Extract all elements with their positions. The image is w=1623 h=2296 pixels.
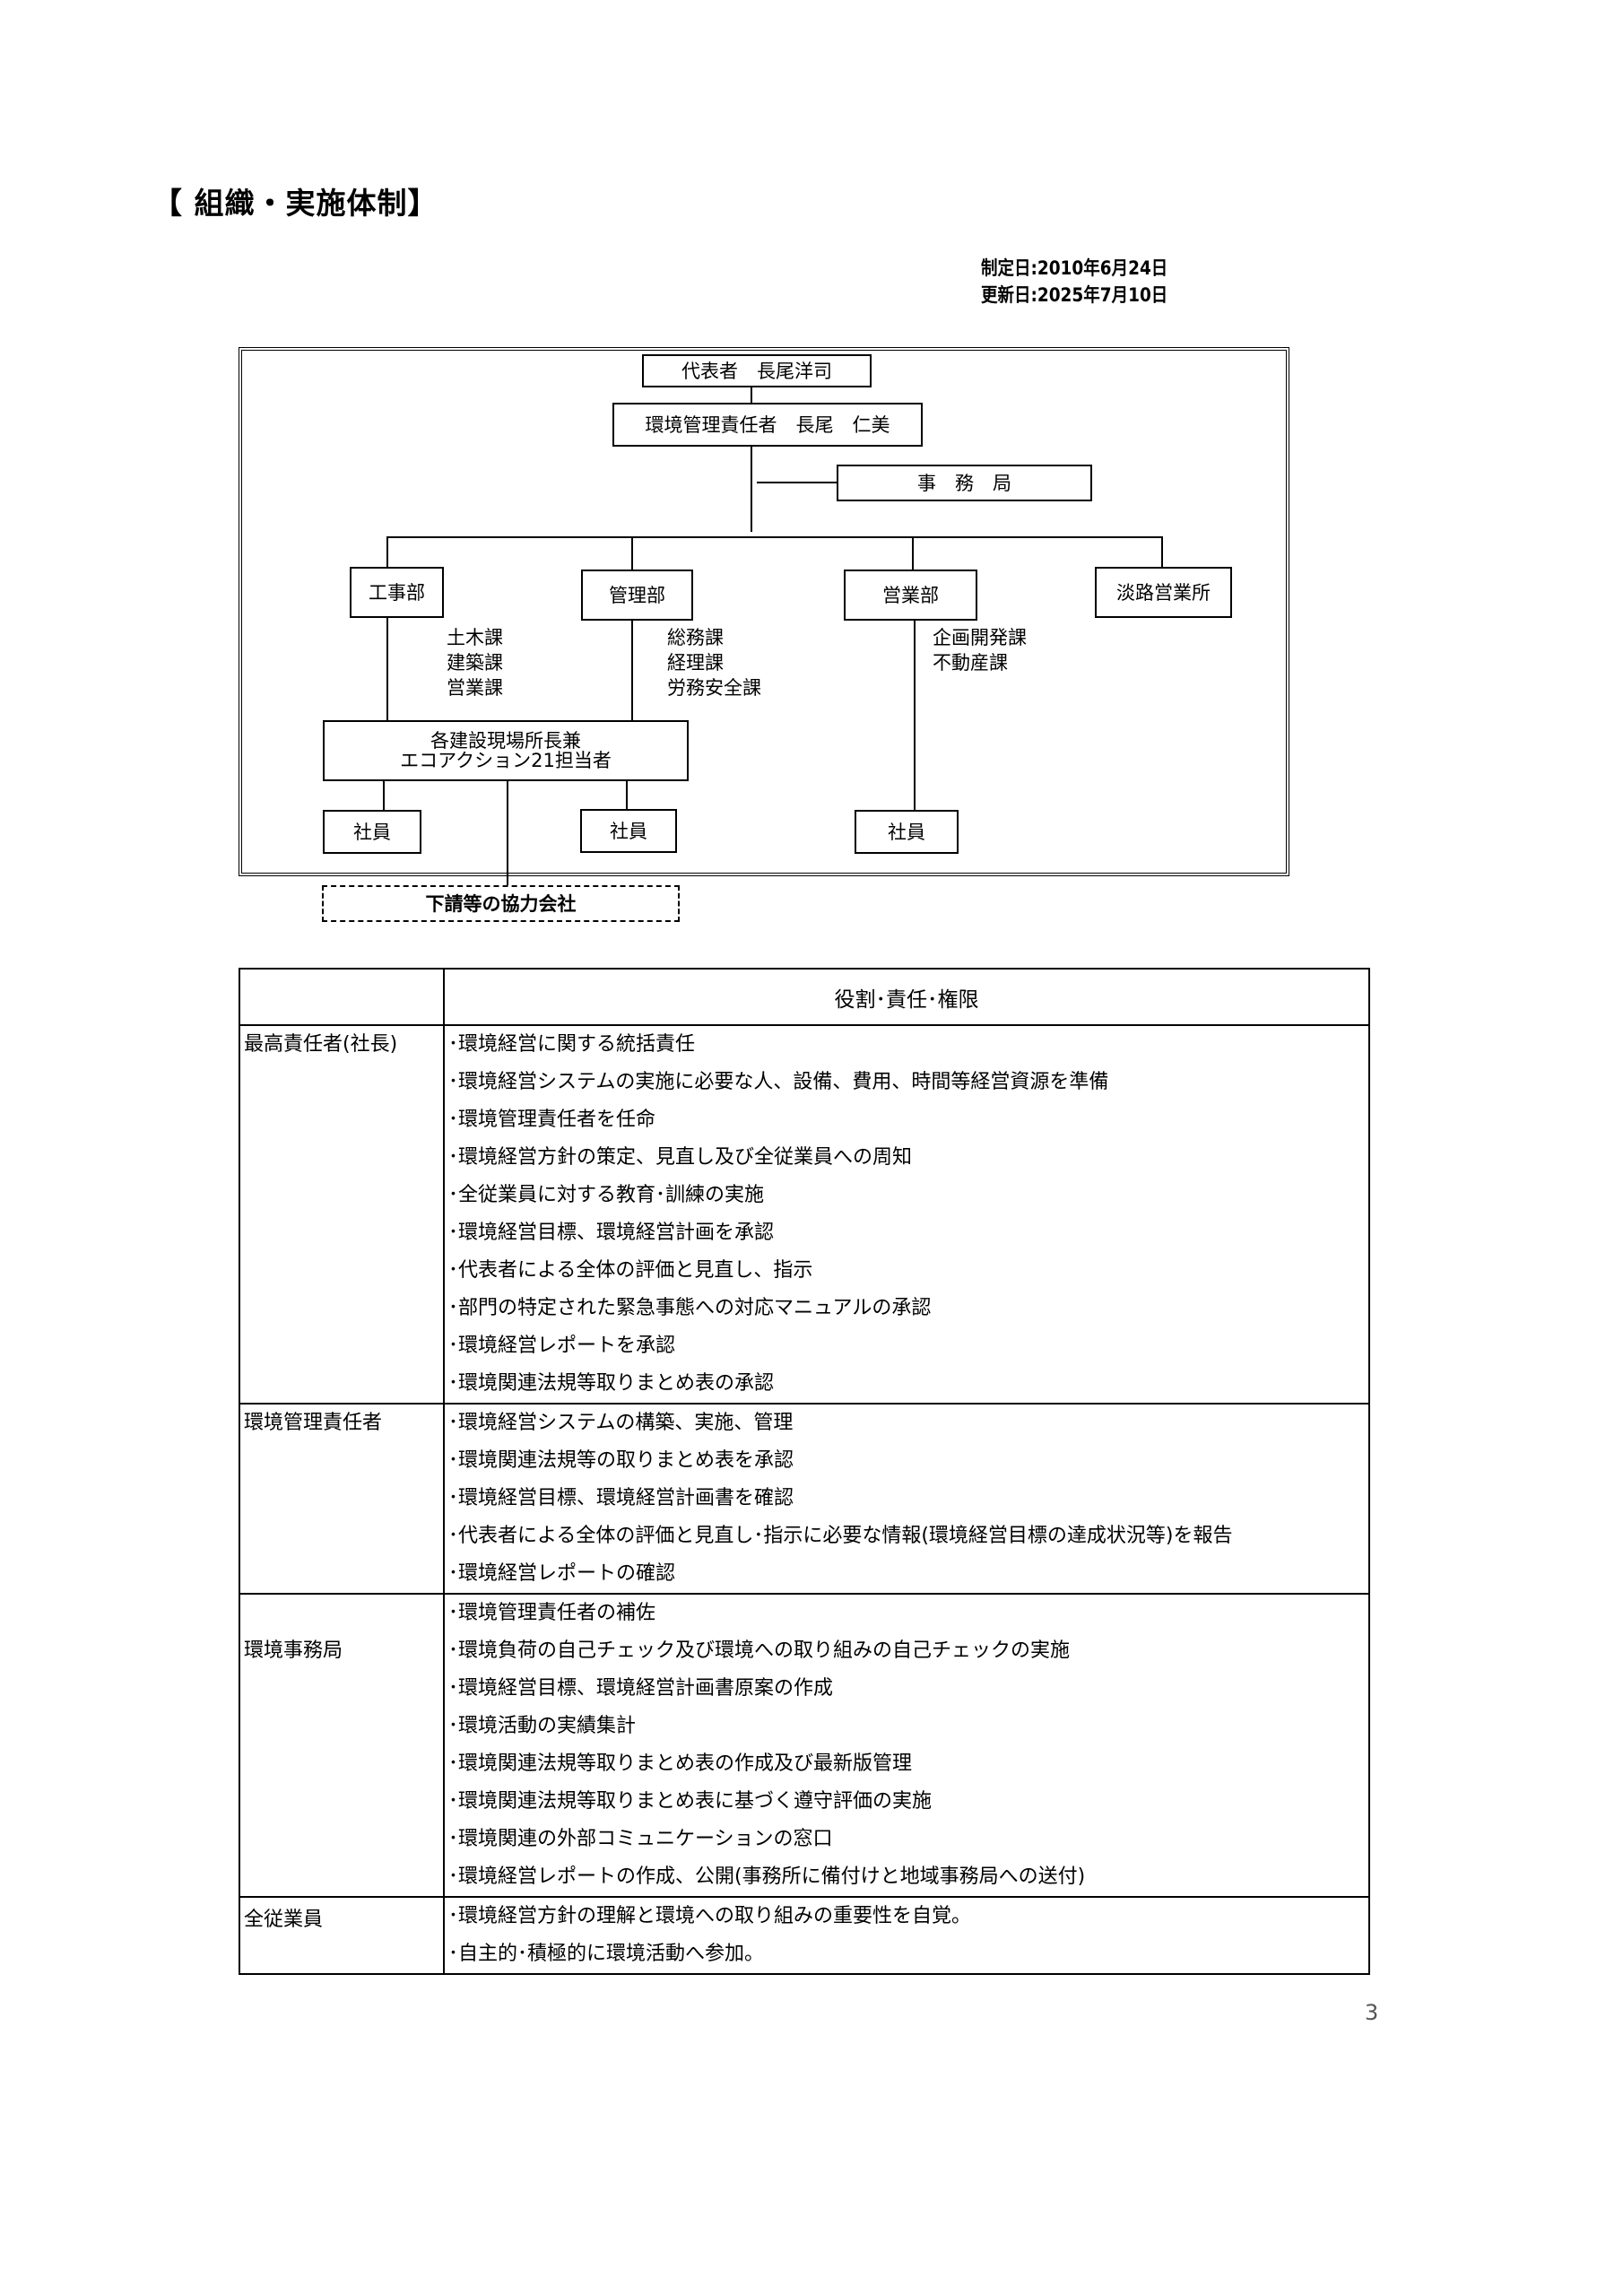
awaji-office-box: 淡路営業所: [1095, 567, 1232, 618]
table-row: 環境事務局 ･環境管理責任者の補佐 ･環境負荷の自己チェック及び環境への取り組みの自…: [239, 1593, 1370, 1898]
connector-line: [386, 536, 1163, 538]
duty-item: ･環境経営システムの実施に必要な人、設備、費用、時間等経営資源を準備: [448, 1071, 1109, 1093]
org-chart-frame: [239, 347, 1289, 876]
representative-box: 代表者 長尾洋司: [642, 354, 872, 387]
section-label: 総務課: [667, 627, 724, 648]
secretariat-box: 事 務 局: [837, 465, 1092, 501]
role-cell: 全従業員: [239, 1896, 445, 1975]
duty-item: ･環境経営レポートを承認: [448, 1335, 676, 1357]
connector-line: [507, 780, 508, 885]
employee-box: 社員: [323, 810, 421, 854]
duty-item: ･環境負荷の自己チェック及び環境への取り組みの自己チェックの実施: [448, 1639, 1071, 1662]
duty-item: ･環境経営方針の理解と環境への取り組みの重要性を自覚。: [448, 1905, 972, 1927]
duties-cell: ･環境経営に関する統括責任 ･環境経営システムの実施に必要な人、設備、費用、時間等…: [443, 1024, 1370, 1405]
role-label: 最高責任者(社長): [244, 1033, 398, 1056]
section-label: 土木課: [447, 627, 503, 648]
connector-line: [914, 620, 916, 811]
duty-item: ･環境関連法規等取りまとめ表に基づく遵守評価の実施: [448, 1790, 933, 1813]
page-number: 3: [1365, 2000, 1379, 2025]
employee-box: 社員: [580, 809, 677, 853]
duty-item: ･部門の特定された緊急事態への対応マニュアルの承認: [448, 1297, 932, 1319]
section-label: 不動産課: [933, 652, 1008, 674]
connector-line: [751, 387, 752, 403]
table-header-row: 役割･責任･権限: [239, 968, 1370, 1026]
dept-management-box: 管理部: [581, 570, 693, 621]
duty-item: ･環境関連の外部コミュニケーションの窓口: [448, 1828, 833, 1850]
duties-cell: ･環境管理責任者の補佐 ･環境負荷の自己チェック及び環境への取り組みの自己チェック…: [443, 1593, 1370, 1898]
duty-item: ･環境活動の実績集計: [448, 1715, 637, 1737]
site-manager-box: 各建設現場所長兼 エコアクション21担当者: [323, 720, 689, 781]
duty-item: ･環境経営システムの構築、実施、管理: [448, 1412, 794, 1434]
connector-line: [383, 780, 385, 810]
page-title: 【 組織・実施体制】: [152, 186, 438, 221]
role-label: 環境管理責任者: [244, 1412, 383, 1434]
site-manager-line2: エコアクション21担当者: [400, 750, 612, 771]
duty-item: ･環境関連法規等取りまとめ表の作成及び最新版管理: [448, 1752, 913, 1775]
updated-date: 更新日:2025年7月10日: [981, 284, 1168, 306]
connector-line: [1161, 536, 1163, 567]
table-row: 全従業員 ･環境経営方針の理解と環境への取り組みの重要性を自覚。 ･自主的･積極的に…: [239, 1896, 1370, 1975]
role-cell: 最高責任者(社長): [239, 1024, 445, 1405]
duty-item: ･環境経営レポートの作成、公開(事務所に備付けと地域事務局への送付): [448, 1866, 1086, 1888]
dept-sales-box: 営業部: [844, 570, 977, 621]
header-blank: [239, 968, 445, 1026]
section-label: 経理課: [667, 652, 724, 674]
duty-item: ･環境経営レポートの確認: [448, 1562, 676, 1585]
duty-item: ･代表者による全体の評価と見直し･指示に必要な情報(環境経営目標の達成状況等)を…: [448, 1525, 1233, 1547]
duty-item: ･自主的･積極的に環境活動へ参加。: [448, 1943, 765, 1965]
table-row: 環境管理責任者 ･環境経営システムの構築、実施、管理 ･環境関連法規等の取りまとめ表…: [239, 1403, 1370, 1595]
duty-item: ･環境経営目標、環境経営計画書を確認: [448, 1487, 794, 1509]
connector-line: [757, 482, 837, 483]
connector-line: [631, 620, 633, 720]
duty-item: ･全従業員に対する教育･訓練の実施: [448, 1184, 765, 1206]
connector-line: [626, 780, 628, 809]
role-cell: 環境事務局: [239, 1593, 445, 1898]
section-label: 営業課: [447, 677, 503, 699]
header-duties: 役割･責任･権限: [443, 968, 1370, 1026]
duty-item: ･環境関連法規等取りまとめ表の承認: [448, 1372, 775, 1395]
duty-item: ･環境経営目標、環境経営計画書原案の作成: [448, 1677, 834, 1700]
duties-cell: ･環境経営方針の理解と環境への取り組みの重要性を自覚。 ･自主的･積極的に環境活動…: [443, 1896, 1370, 1975]
duty-item: ･環境管理責任者を任命: [448, 1109, 656, 1131]
duty-item: ･環境経営目標、環境経営計画を承認: [448, 1222, 775, 1244]
table-row: 最高責任者(社長) ･環境経営に関する統括責任 ･環境経営システムの実施に必要な人、…: [239, 1024, 1370, 1405]
subcontractors-box: 下請等の協力会社: [322, 885, 680, 922]
role-cell: 環境管理責任者: [239, 1403, 445, 1595]
construction-sections: 土木課 建築課 営業課: [447, 625, 503, 700]
sales-sections: 企画開発課 不動産課: [933, 625, 1027, 675]
duties-cell: ･環境経営システムの構築、実施、管理 ･環境関連法規等の取りまとめ表を承認 ･環境経…: [443, 1403, 1370, 1595]
section-label: 労務安全課: [667, 677, 761, 699]
duty-item: ･代表者による全体の評価と見直し、指示: [448, 1259, 813, 1282]
role-label: 環境事務局: [244, 1639, 343, 1662]
section-label: 企画開発課: [933, 627, 1027, 648]
connector-line: [631, 536, 633, 570]
roles-table: 役割･責任･権限 最高責任者(社長) ･環境経営に関する統括責任 ･環境経営システム…: [239, 968, 1370, 1975]
section-label: 建築課: [447, 652, 503, 674]
env-manager-box: 環境管理責任者 長尾 仁美: [612, 403, 923, 447]
established-date: 制定日:2010年6月24日: [981, 257, 1168, 279]
management-sections: 総務課 経理課 労務安全課: [667, 625, 761, 700]
connector-line: [386, 536, 388, 567]
connector-line: [751, 446, 752, 532]
duty-item: ･環境経営方針の策定、見直し及び全従業員への周知: [448, 1146, 913, 1169]
role-label: 全従業員: [244, 1909, 324, 1931]
duty-item: ･環境関連法規等の取りまとめ表を承認: [448, 1449, 794, 1472]
duty-item: ･環境経営に関する統括責任: [448, 1033, 696, 1056]
site-manager-line1: 各建設現場所長兼: [430, 730, 581, 752]
connector-line: [912, 536, 914, 570]
duty-item: ･環境管理責任者の補佐: [448, 1602, 656, 1624]
employee-box: 社員: [855, 810, 959, 854]
dept-construction-box: 工事部: [350, 567, 444, 618]
connector-line: [386, 617, 388, 720]
